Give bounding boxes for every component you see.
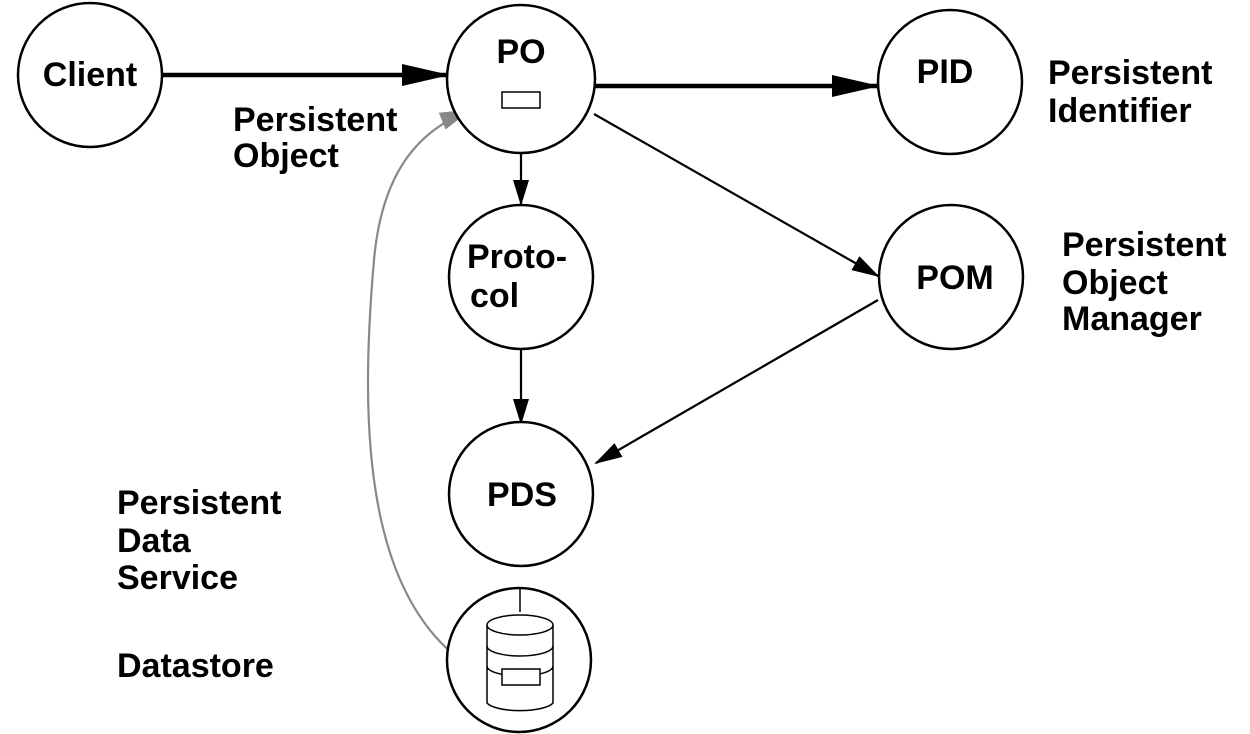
node-protocol: Proto- col xyxy=(447,203,595,351)
label-pom-line2: Object xyxy=(1062,264,1168,302)
node-pom-label: POM xyxy=(916,259,993,297)
label-persistent-object: Persistent Object xyxy=(233,101,397,175)
node-client-label: Client xyxy=(43,56,137,94)
node-pds-label: PDS xyxy=(487,476,557,514)
label-pds-line2: Data xyxy=(117,522,192,560)
node-po: PO xyxy=(445,3,597,155)
edge-po-to-pom xyxy=(593,113,880,277)
node-pid-label: PID xyxy=(917,53,974,91)
label-persistent-identifier-line2: Identifier xyxy=(1048,92,1192,130)
node-datastore xyxy=(445,586,593,734)
object-icon xyxy=(501,91,541,109)
node-client: Client xyxy=(16,1,164,149)
node-po-label: PO xyxy=(496,33,545,71)
label-pom-line3: Manager xyxy=(1062,300,1202,338)
node-pom: POM xyxy=(877,203,1025,351)
node-pds: PDS xyxy=(447,420,595,568)
label-persistent-identifier: Persistent Identifier xyxy=(1048,54,1212,130)
database-icon xyxy=(486,588,554,712)
edge-pom-to-pds xyxy=(594,299,879,465)
node-protocol-label-line1: Proto- xyxy=(467,238,567,276)
label-pds-line3: Service xyxy=(117,559,238,597)
label-persistent-object-line1: Persistent xyxy=(233,101,397,139)
label-persistent-object-line2: Object xyxy=(233,137,339,175)
label-datastore: Datastore xyxy=(117,647,274,685)
node-protocol-label-line2: col xyxy=(470,277,519,315)
label-persistent-object-manager: Persistent Object Manager xyxy=(1062,226,1226,338)
node-pid: PID xyxy=(876,8,1024,156)
label-persistent-data-service: Persistent Data Service xyxy=(117,484,281,597)
label-pds-line1: Persistent xyxy=(117,484,281,522)
label-persistent-identifier-line1: Persistent xyxy=(1048,54,1212,92)
edge-po-datastore-curve xyxy=(366,108,495,682)
stored-object-icon xyxy=(501,668,541,686)
label-pom-line1: Persistent xyxy=(1062,226,1226,264)
